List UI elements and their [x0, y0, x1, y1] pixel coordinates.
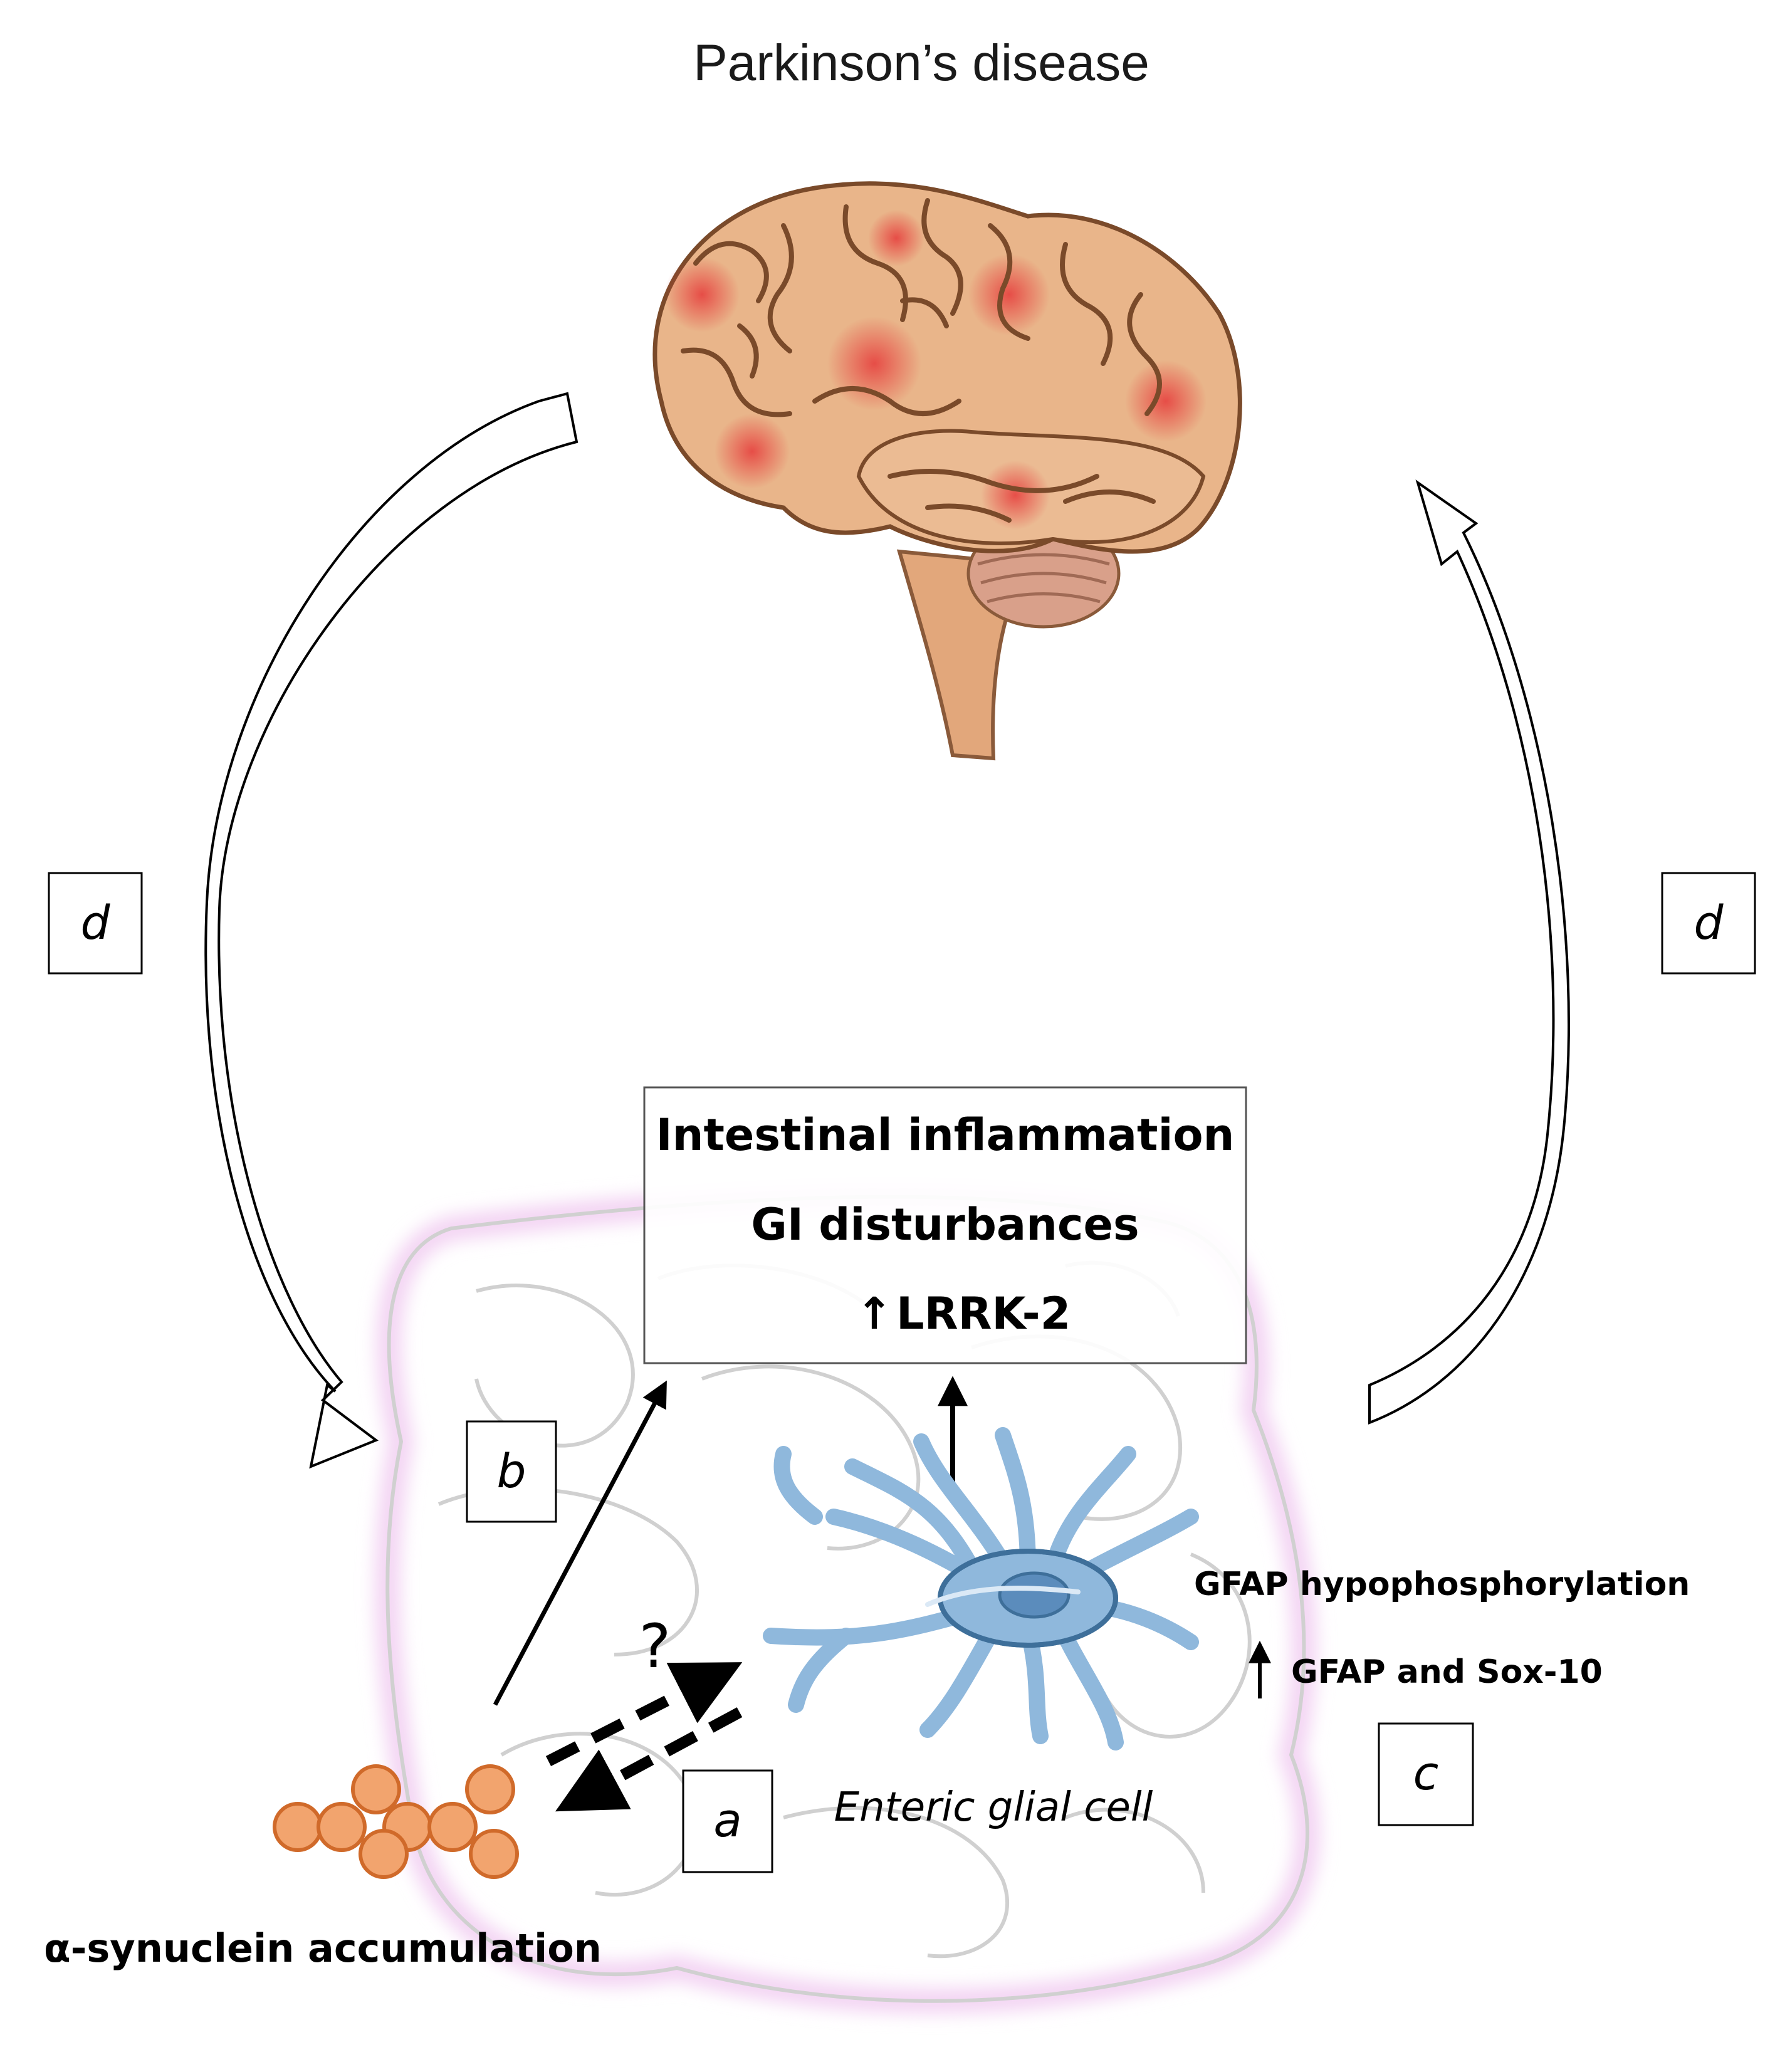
- label-c-box: [1378, 1722, 1474, 1826]
- diagram-title: Parkinson’s disease: [693, 34, 1149, 92]
- synuclein-to-effects-arrow: [493, 1380, 667, 1706]
- label-c: c: [1413, 1747, 1439, 1801]
- question-mark: ?: [639, 1611, 671, 1682]
- gfap-hypophosphorylation-text: GFAP hypophosphorylation: [1194, 1566, 1690, 1603]
- dashed-arrow-to-glia: [545, 1662, 743, 1767]
- label-d-right: d: [1694, 896, 1724, 950]
- enteric-glial-cell-illustration: [763, 1427, 1199, 1750]
- left-curved-arrow: [204, 392, 579, 1469]
- central-effects-box: [643, 1086, 1247, 1364]
- label-d-left-box: [48, 872, 143, 975]
- label-d-left: d: [81, 896, 111, 950]
- label-b-box: [466, 1420, 557, 1523]
- alpha-synuclein-cluster: [273, 1764, 519, 1879]
- brain-illustration: [652, 181, 1242, 761]
- intestinal-inflammation-text: Intestinal inflammation: [656, 1109, 1235, 1161]
- label-d-right-box: [1661, 872, 1756, 975]
- gfap-sox10-text: GFAP and Sox-10: [1291, 1653, 1603, 1691]
- label-b: b: [497, 1445, 526, 1499]
- lrrk2-up-arrow: ↑: [856, 1288, 893, 1339]
- label-a: a: [713, 1794, 741, 1848]
- right-curved-arrow: [1368, 479, 1570, 1425]
- label-a-box: [682, 1769, 773, 1873]
- dashed-arrow-to-synuclein: [555, 1707, 743, 1812]
- enteric-glial-cell-label: Enteric glial cell: [834, 1784, 1153, 1831]
- lrrk2-text: LRRK-2: [896, 1288, 1071, 1339]
- alpha-synuclein-label: α-synuclein accumulation: [44, 1925, 602, 1971]
- gi-disturbances-text: GI disturbances: [751, 1199, 1139, 1250]
